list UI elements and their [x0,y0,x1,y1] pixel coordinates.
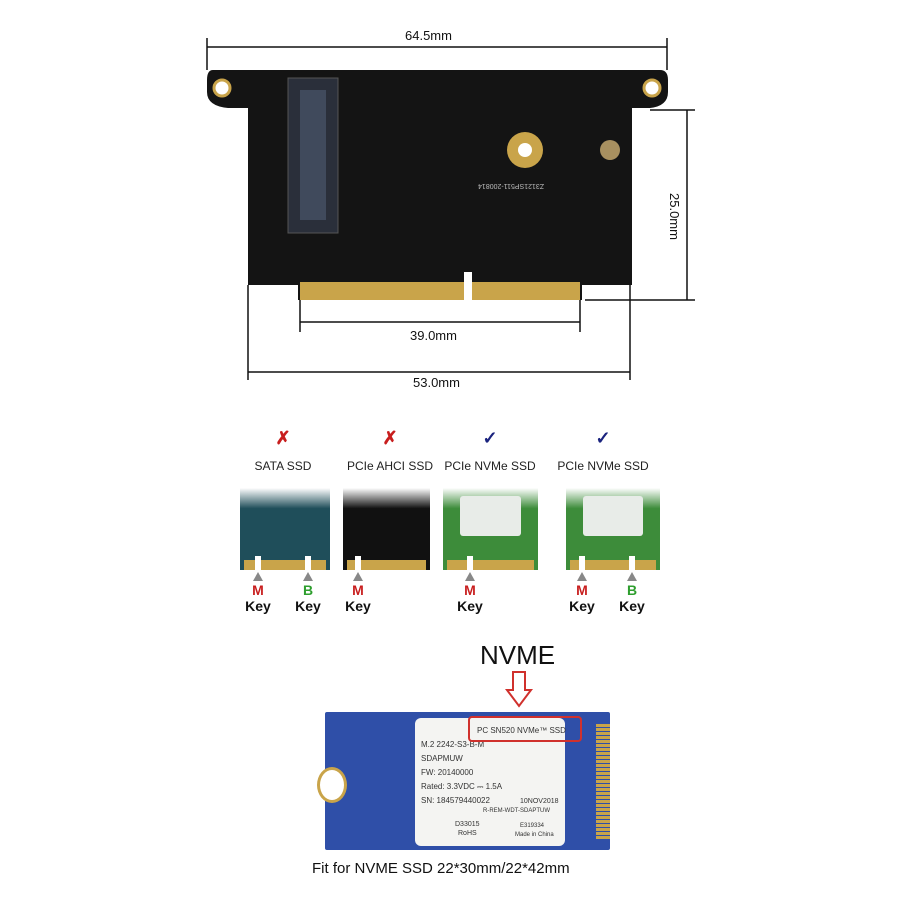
ssd-type-title: PCIe NVMe SSD [444,459,536,473]
key-letter: B [626,582,638,598]
ssd-label: PC SN520 NVMe™ SSD M.2 2242-S3-B-M SDAPM… [415,718,566,846]
cross-icon: ✗ [382,428,398,448]
mount-hole-right [642,78,662,98]
triangle-up-icon [253,572,263,581]
key-notch [629,556,635,570]
screw [600,140,620,160]
ssd-screw-notch [317,767,347,803]
key-notch [255,556,261,570]
ssd-line: SDAPMUW [421,754,463,763]
key-notch [355,556,361,570]
ssd-reg: R-REM-WDT-SDAPTUW [483,808,550,814]
ssd-rohs: RoHS [458,830,477,837]
key-notch [467,556,473,570]
key-letter: M [252,582,264,598]
ssd-date: 10NOV2018 [520,798,559,805]
key-word: Key [457,598,483,614]
gold-fingers [300,282,580,300]
adapter-board-drawing [206,38,695,380]
ssd-photo [343,488,430,570]
ssd-line: Rated: 3.3VDC ⎓ 1.5A [421,782,503,791]
nvme-callout: NVME [480,640,556,670]
check-icon: ✓ [482,428,498,448]
ssd-type-title: PCIe NVMe SSD [557,459,649,473]
nvme-highlight-box [468,716,582,742]
gold-fingers [570,560,656,570]
key-word: Key [619,598,645,614]
key-letter: M [576,582,588,598]
triangle-up-icon [577,572,587,581]
triangle-up-icon [353,572,363,581]
connector-dimension: 39.0mm [410,328,457,343]
triangle-up-icon [627,572,637,581]
nvme-ssd-photo: PC SN520 NVMe™ SSD M.2 2242-S3-B-M SDAPM… [317,712,610,850]
key-word: Key [345,598,371,614]
triangle-up-icon [303,572,313,581]
key-letter: B [302,582,314,598]
height-dimension: 25.0mm [667,193,682,240]
key-word: Key [295,598,321,614]
key-letter: M [464,582,476,598]
ssd-line: M.2 2242-S3-B-M [421,740,485,749]
ssd-ul: E319334 [520,823,545,829]
arrow-down-icon [505,671,533,708]
connector-notch [464,272,472,302]
ssd-type-title: SATA SSD [254,459,312,473]
key-word: Key [245,598,271,614]
ssd-sticker [582,496,644,536]
ssd-photo [240,488,330,570]
ssd-origin: Made in China [515,832,554,838]
board-silkscreen: Z3121SP511-200814 [478,182,545,189]
ssd-model: PC SN520 NVMe™ SSD [477,726,566,735]
mount-hole-left [212,78,232,98]
ssd-photo [566,488,660,570]
ssd-photo [443,488,538,570]
ssd-line: SN: 184579440022 [421,796,490,805]
ssd-sticker [460,496,521,536]
key-notch [579,556,585,570]
triangle-up-icon [465,572,475,581]
key-word: Key [569,598,595,614]
cross-icon: ✗ [275,428,291,448]
gold-fingers [244,560,326,570]
check-icon: ✓ [595,428,611,448]
gold-fingers [447,560,534,570]
key-notch [305,556,311,570]
key-letter: M [352,582,364,598]
ssd-type-title: PCIe AHCI SSD [346,459,434,473]
width-dimension: 64.5mm [405,28,452,43]
ssd-code: D33015 [455,821,480,828]
ssd-gold-fingers [596,724,610,839]
gold-fingers [347,560,426,570]
caption: Fit for NVME SSD 22*30mm/22*42mm [312,860,570,877]
body-dimension: 53.0mm [413,375,460,390]
ssd-line: FW: 20140000 [421,768,474,777]
adapter-board [207,70,668,300]
